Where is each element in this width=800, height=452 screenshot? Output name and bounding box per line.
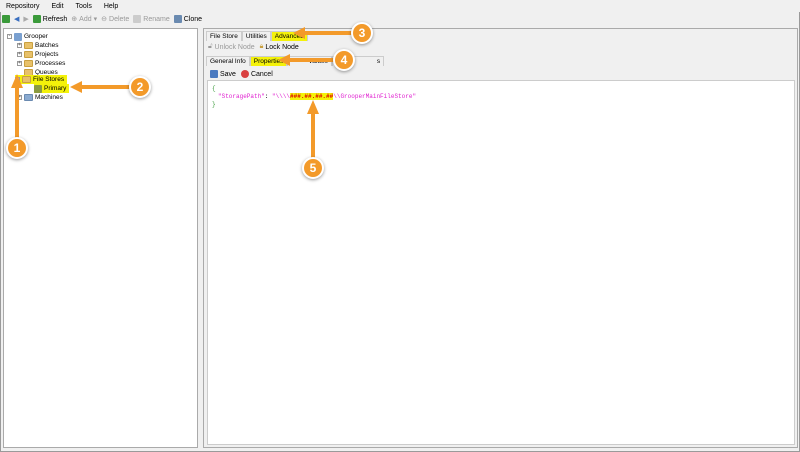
grooper-icon <box>14 32 22 41</box>
callout-1: 1 <box>6 137 28 159</box>
folder-icon <box>24 60 33 67</box>
tree-item-file-stores[interactable]: -File Stores <box>15 75 68 84</box>
tree-item-primary[interactable]: Primary <box>34 84 70 93</box>
delete-icon: ⊖ <box>101 16 108 23</box>
app-icon <box>2 15 10 23</box>
tree-item-projects[interactable]: +Projects <box>17 51 59 58</box>
refresh-button[interactable]: Refresh <box>32 15 67 23</box>
folder-icon <box>22 76 31 83</box>
save-icon <box>210 70 218 78</box>
sub-tabs: General Info Properties Values s <box>206 56 385 66</box>
clone-button[interactable]: Clone <box>173 15 202 23</box>
callout-5: 5 <box>302 157 324 179</box>
unlock-node-button[interactable]: 🔓︎Unlock Node <box>208 43 255 51</box>
menu-help[interactable]: Help <box>103 2 119 10</box>
tree-item-batches[interactable]: +Batches <box>17 42 59 49</box>
rename-icon <box>133 15 142 23</box>
add-button[interactable]: ⊕Add ▾ <box>71 15 98 24</box>
detail-panel: File Store Utilities Advanced 🔓︎Unlock N… <box>203 28 798 448</box>
tab-file-store[interactable]: File Store <box>206 31 242 41</box>
callout-2: 2 <box>129 76 151 98</box>
tab-advanced[interactable]: Advanced <box>270 31 308 41</box>
clone-icon <box>173 15 182 23</box>
menu-bar: Repository Edit Tools Help <box>0 0 800 12</box>
folder-icon <box>24 42 33 49</box>
editor-actions: Save Cancel <box>210 70 273 78</box>
cancel-button[interactable]: Cancel <box>240 70 273 78</box>
menu-tools[interactable]: Tools <box>75 2 92 10</box>
menu-repository[interactable]: Repository <box>6 2 40 10</box>
lock-node-button[interactable]: 🔒︎Lock Node <box>259 43 299 51</box>
json-code: { "StoragePath": "\\\\###.##.##.##\\Groo… <box>212 85 417 108</box>
node-tree: -Grooper +Batches +Projects +Processes Q… <box>3 28 198 448</box>
save-button[interactable]: Save <box>210 70 236 78</box>
add-icon: ⊕ <box>71 16 78 23</box>
tree-item-processes[interactable]: +Processes <box>17 60 66 67</box>
lock-icon: 🔒︎ <box>259 43 264 50</box>
tree-root[interactable]: -Grooper <box>7 32 48 41</box>
unlock-icon: 🔓︎ <box>208 43 213 50</box>
callout-4: 4 <box>333 49 355 71</box>
file-store-icon <box>34 84 42 93</box>
callout-3: 3 <box>351 22 373 44</box>
tab-values[interactable]: Values <box>287 56 332 66</box>
tree-item-machines[interactable]: +Machines <box>17 94 63 101</box>
forward-icon[interactable]: ▶ <box>23 16 29 23</box>
redacted-ip: ###.##.##.## <box>290 93 334 100</box>
delete-button[interactable]: ⊖Delete <box>101 15 130 24</box>
machines-icon <box>24 94 33 101</box>
rename-button[interactable]: Rename <box>133 15 170 23</box>
node-actions: 🔓︎Unlock Node 🔒︎Lock Node <box>208 43 299 51</box>
toolbar: ◀ ▶ Refresh ⊕Add ▾ ⊖Delete Rename Clone <box>0 12 800 26</box>
back-icon[interactable]: ◀ <box>14 16 20 23</box>
cancel-icon <box>240 70 249 78</box>
tab-general-info[interactable]: General Info <box>206 56 250 66</box>
folder-icon <box>24 51 33 58</box>
menu-edit[interactable]: Edit <box>51 2 64 10</box>
json-editor[interactable]: { "StoragePath": "\\\\###.##.##.##\\Groo… <box>207 80 795 445</box>
tab-properties[interactable]: Properties <box>249 56 288 66</box>
tab-utilities[interactable]: Utilities <box>241 31 271 41</box>
main-tabs: File Store Utilities Advanced <box>206 31 308 41</box>
refresh-icon <box>32 15 41 23</box>
